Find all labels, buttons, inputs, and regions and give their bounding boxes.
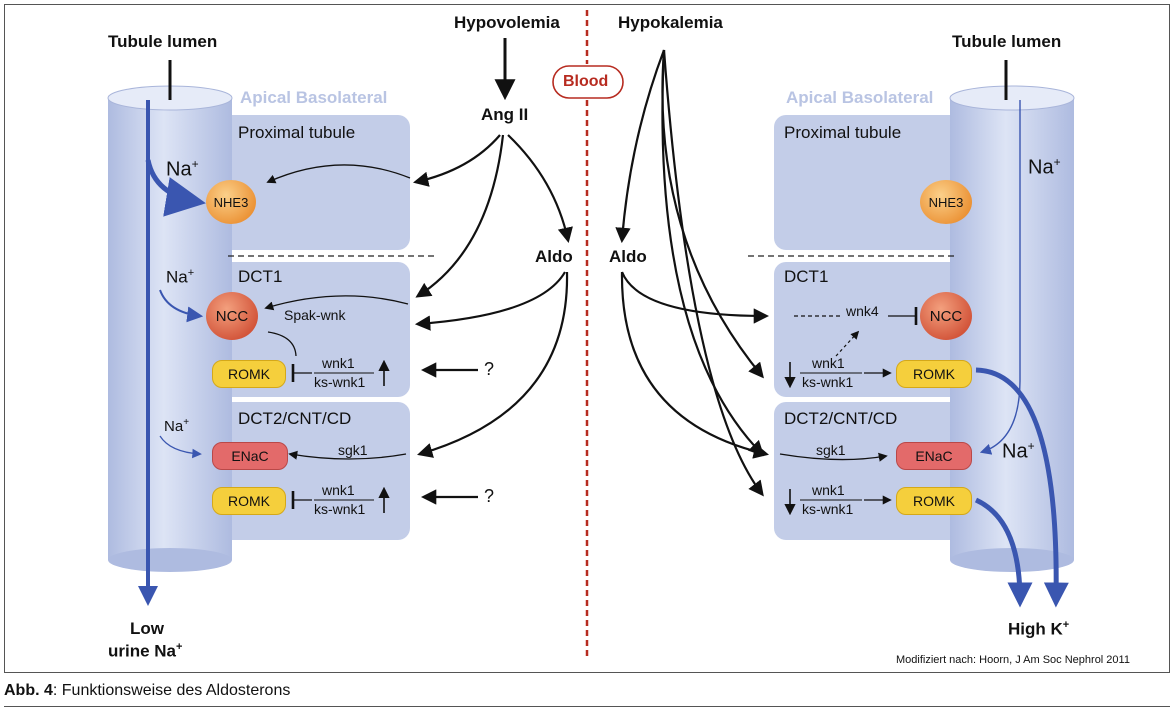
left-na-3-label: Na+ [164,417,190,435]
left-angII-to-nhe3-arrow [266,164,411,184]
hypovolemia-label: Hypovolemia [454,13,560,32]
hypokalemia-to-romk1-arrow [661,49,764,379]
right-nhe3-transporter: NHE3 [920,180,972,224]
caption-divider [4,706,1170,707]
left-na-to-nhe3-arrow [145,159,206,217]
right-enac-channel: ENaC [896,442,972,470]
aldo-to-dct1-arrow [414,271,566,331]
left-romk-2-channel: ROMK [212,487,286,515]
aldosterone-diagram [107,10,1075,660]
low-label: Low [130,619,164,638]
right-romk2-k-arrow [974,497,1033,608]
right-wnk1-label-1: wnk1 [812,355,845,371]
left-na-to-ncc-arrow [159,289,204,323]
left-na-1-label: Na+ [166,157,199,181]
left-wnk1-label-1: wnk1 [322,355,355,371]
right-sgk1-label: sgk1 [816,442,846,458]
right-wnk1-label-2: wnk1 [812,482,845,498]
aldo-to-ncc-arrow [620,271,770,324]
left-question-2: ? [484,486,495,506]
left-spak-to-ncc-arrow [264,295,409,311]
left-spak-wnk-label: Spak-wnk [284,307,346,323]
left-question-1: ? [484,359,495,379]
right-romk1-k-arrow [975,367,1069,608]
left-sgk1-to-enac-arrow [288,450,407,460]
right-na-2-label: Na+ [1002,439,1035,463]
right-apical-basolateral-label: Apical Basolateral [786,88,934,107]
right-proximal-box [774,115,966,250]
left-wnk1-label-2: wnk1 [322,482,355,498]
right-kswnk1-label-1: ks-wnk1 [802,374,854,390]
blood-badge [552,65,624,99]
figure-caption: Abb. 4: Funktionsweise des Aldosterons [4,682,290,700]
right-tubule-lumen-label: Tubule lumen [952,32,1062,51]
left-proximal-tubule-label: Proximal tubule [238,123,356,142]
left-kswnk1-label-1: ks-wnk1 [314,374,366,390]
blood-label: Blood [563,73,609,90]
aldo-right-label: Aldo [609,247,647,266]
right-tubule [949,85,1075,572]
angII-to-aldo-arrow [507,134,573,244]
left-romk-1-channel: ROMK [212,360,286,388]
hypokalemia-to-romk2-arrow [662,49,764,497]
right-na-1-label: Na+ [1028,155,1061,179]
caption-label: Abb. 4 [4,682,53,699]
aldo-to-dct2-arrow [417,271,569,458]
right-proximal-tubule-label: Proximal tubule [784,123,902,142]
right-romk-2-channel: ROMK [896,487,972,515]
left-dct1-label: DCT1 [238,267,283,286]
right-dct1-label: DCT1 [784,267,829,286]
aldo-to-dct2-right-arrow [620,271,769,459]
left-kswnk1-label-2: ks-wnk1 [314,501,366,517]
left-proximal-box [220,115,410,250]
hypokalemia-to-aldo-arrow [615,49,666,244]
right-ncc-transporter: NCC [920,292,972,340]
right-na-flow-line [979,100,1021,455]
hypokalemia-to-enac-arrow [661,49,765,457]
right-wnk4-label: wnk4 [846,303,879,319]
left-apical-basolateral-label: Apical Basolateral [240,88,388,107]
left-na-to-enac-arrow [159,435,202,459]
left-ncc-to-romk-curve [267,331,297,357]
caption-text: : Funktionsweise des Aldosterons [52,682,291,699]
right-dct2-label: DCT2/CNT/CD [784,409,898,428]
aldo-left-label: Aldo [535,247,573,266]
left-ncc-transporter: NCC [206,292,258,340]
low-urine-na-label: urine Na+ [108,641,183,661]
right-romk-1-channel: ROMK [896,360,972,388]
left-sgk1-label: sgk1 [338,442,368,458]
left-tubule-lumen-label: Tubule lumen [108,32,218,51]
angII-to-proximal-arrow [412,134,501,187]
left-dct2-label: DCT2/CNT/CD [238,409,352,428]
source-citation: Modifiziert nach: Hoorn, J Am Soc Nephro… [896,654,1130,666]
left-na-2-label: Na+ [166,267,195,287]
angII-to-dct1-arrow [415,134,505,298]
left-enac-channel: ENaC [212,442,288,470]
high-k-label: High K+ [1008,619,1070,639]
hypokalemia-label: Hypokalemia [618,13,723,32]
left-nhe3-transporter: NHE3 [206,180,256,224]
angII-label: Ang II [481,105,529,124]
right-sgk1-to-enac-arrow [779,452,888,462]
right-kswnk1-label-2: ks-wnk1 [802,501,854,517]
